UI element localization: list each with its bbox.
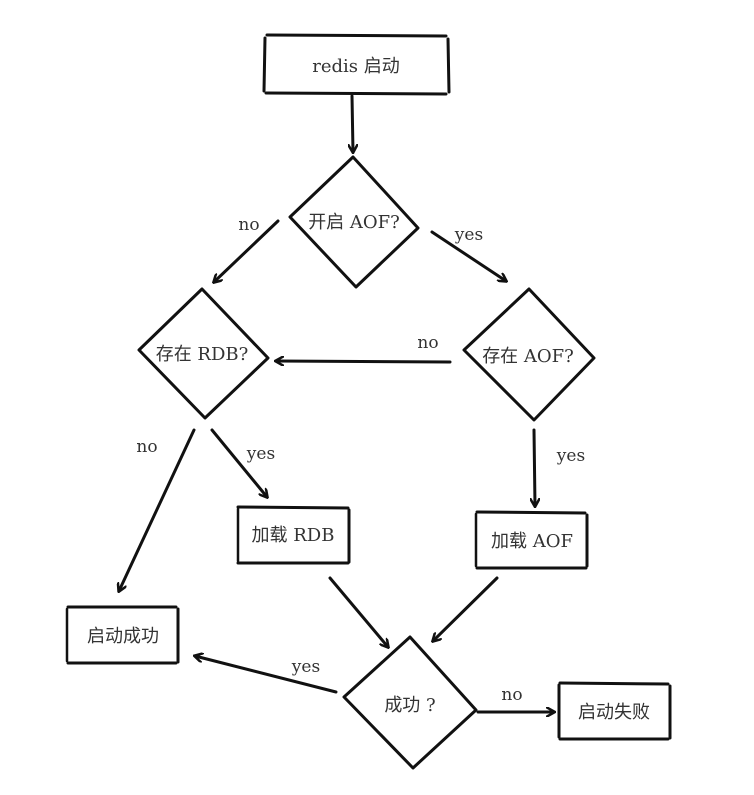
node-label: redis 启动: [312, 56, 400, 77]
edge-label-yes: yes: [454, 225, 483, 245]
node-label: 启动成功: [87, 626, 159, 647]
node-rdb-exists-decision: 存在 RDB?: [137, 287, 270, 420]
node-label: 存在 RDB?: [156, 344, 249, 365]
node-label: 加载 RDB: [252, 525, 335, 546]
edge-label-yes: yes: [291, 657, 320, 677]
edge-label-no: no: [136, 437, 157, 457]
node-aof-exists-decision: 存在 AOF?: [462, 287, 596, 422]
node-label: 启动失败: [578, 702, 650, 723]
arrow-success-yes: [195, 656, 338, 694]
edge-label-yes: yes: [246, 444, 275, 464]
edge-label-no: no: [417, 333, 438, 353]
node-load-aof: 加载 AOF: [474, 510, 589, 570]
edge-label-no: no: [238, 215, 259, 235]
node-startup-failed: 启动失败: [557, 681, 672, 741]
node-load-rdb: 加载 RDB: [236, 505, 351, 565]
node-label: 加载 AOF: [491, 531, 573, 552]
arrow-aof-exists-yes: [534, 428, 535, 506]
node-aof-enabled-decision: 开启 AOF?: [288, 155, 420, 289]
arrow-rdb-exists-yes: [210, 428, 267, 497]
node-label: 开启 AOF?: [308, 212, 400, 233]
node-redis-start: redis 启动: [262, 33, 451, 96]
arrow-rdb-exists-no: [119, 428, 196, 591]
node-label: 存在 AOF?: [482, 346, 574, 367]
arrow-aof-enabled-yes: [430, 230, 506, 281]
arrow-aof-enabled-no: [214, 219, 280, 282]
arrow-load-rdb-to-success: [328, 576, 388, 647]
node-label: 成功 ?: [384, 695, 435, 716]
arrow-aof-exists-no: [276, 361, 452, 362]
arrow-start-to-aof-enabled: [352, 94, 353, 152]
node-startup-success: 启动成功: [65, 605, 180, 665]
node-success-decision: 成功 ?: [342, 635, 478, 770]
edge-label-yes: yes: [556, 446, 585, 466]
arrow-load-aof-to-success: [433, 576, 499, 641]
edge-label-no: no: [501, 685, 522, 705]
